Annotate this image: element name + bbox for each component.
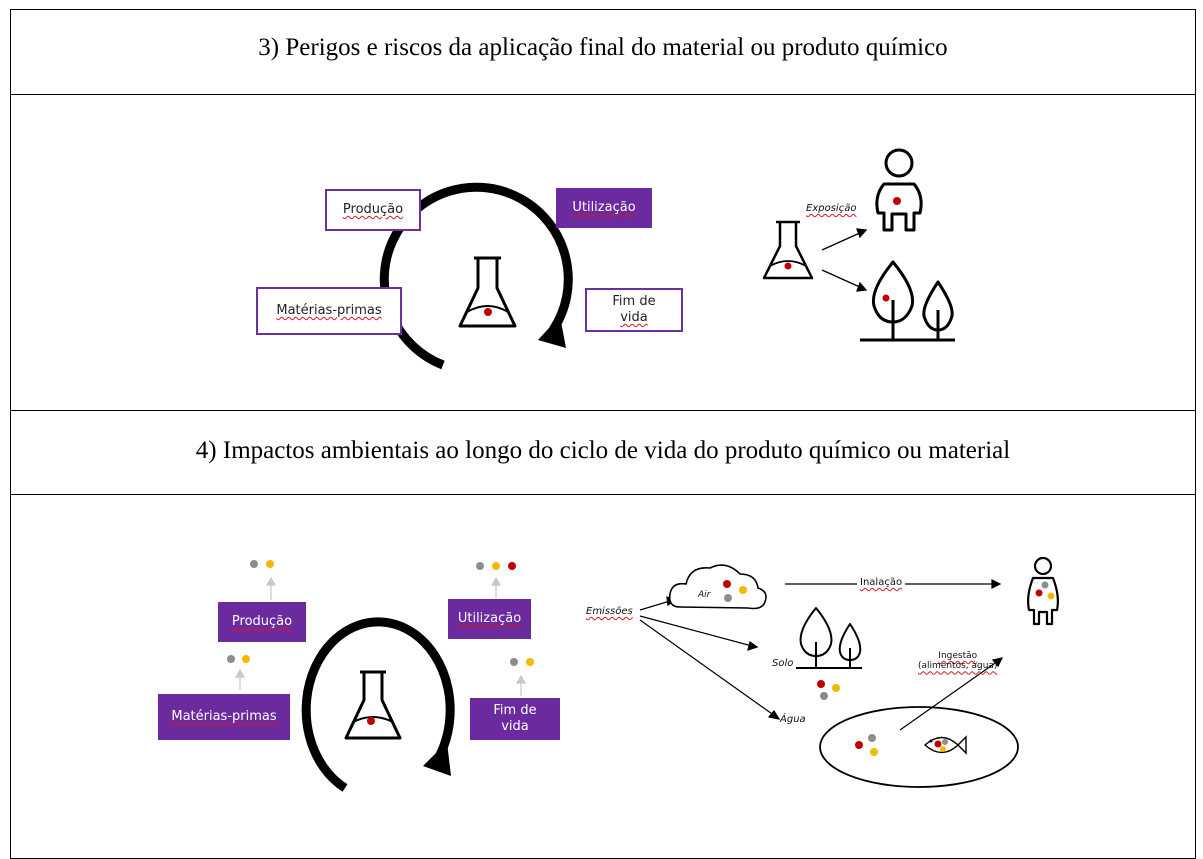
person-icon bbox=[875, 148, 923, 232]
section4-title: 4) Impactos ambientais ao longo do ciclo… bbox=[195, 437, 1011, 464]
air-label: Air bbox=[698, 590, 711, 600]
exposure-arrows bbox=[821, 228, 868, 292]
trees-icon bbox=[860, 260, 955, 342]
emissoes-label: Emissões bbox=[586, 606, 633, 617]
particles-utilizacao bbox=[476, 562, 516, 570]
trees-icon bbox=[796, 607, 862, 669]
exposicao-label: Exposição bbox=[806, 203, 857, 214]
flask-icon bbox=[344, 670, 402, 740]
ingestao-label: Ingestão (alimentos, água) bbox=[918, 651, 998, 672]
row-divider bbox=[10, 410, 1196, 411]
water-ellipse bbox=[819, 706, 1019, 788]
person-icon bbox=[1027, 556, 1059, 626]
row-divider bbox=[10, 494, 1196, 495]
row-divider bbox=[10, 94, 1196, 95]
particles-fim bbox=[510, 658, 534, 666]
particle-red bbox=[484, 308, 492, 316]
solo-label: Solo bbox=[772, 658, 794, 669]
producao-box: Produção bbox=[325, 189, 421, 231]
materias-primas-box: Matérias-primas bbox=[158, 694, 290, 740]
particles-materias bbox=[227, 655, 250, 663]
flask-icon bbox=[762, 220, 814, 280]
producao-box: Produção bbox=[218, 602, 306, 642]
inalacao-label: Inalação bbox=[857, 577, 906, 588]
cycle-arrowhead bbox=[538, 316, 566, 348]
particles-producao bbox=[250, 560, 274, 568]
materias-primas-box: Matérias-primas bbox=[256, 287, 402, 335]
utilizacao-box: Utilização bbox=[556, 188, 652, 228]
cycle-arrow bbox=[301, 617, 455, 792]
flask-icon bbox=[458, 256, 517, 328]
section3-title: 3) Perigos e riscos da aplicação final d… bbox=[258, 34, 948, 61]
fish-icon bbox=[923, 735, 967, 755]
agua-label: Água bbox=[780, 714, 806, 725]
cycle-arrowhead bbox=[423, 742, 451, 776]
cloud-icon bbox=[668, 564, 767, 610]
utilizacao-box: Utilização bbox=[448, 599, 531, 639]
